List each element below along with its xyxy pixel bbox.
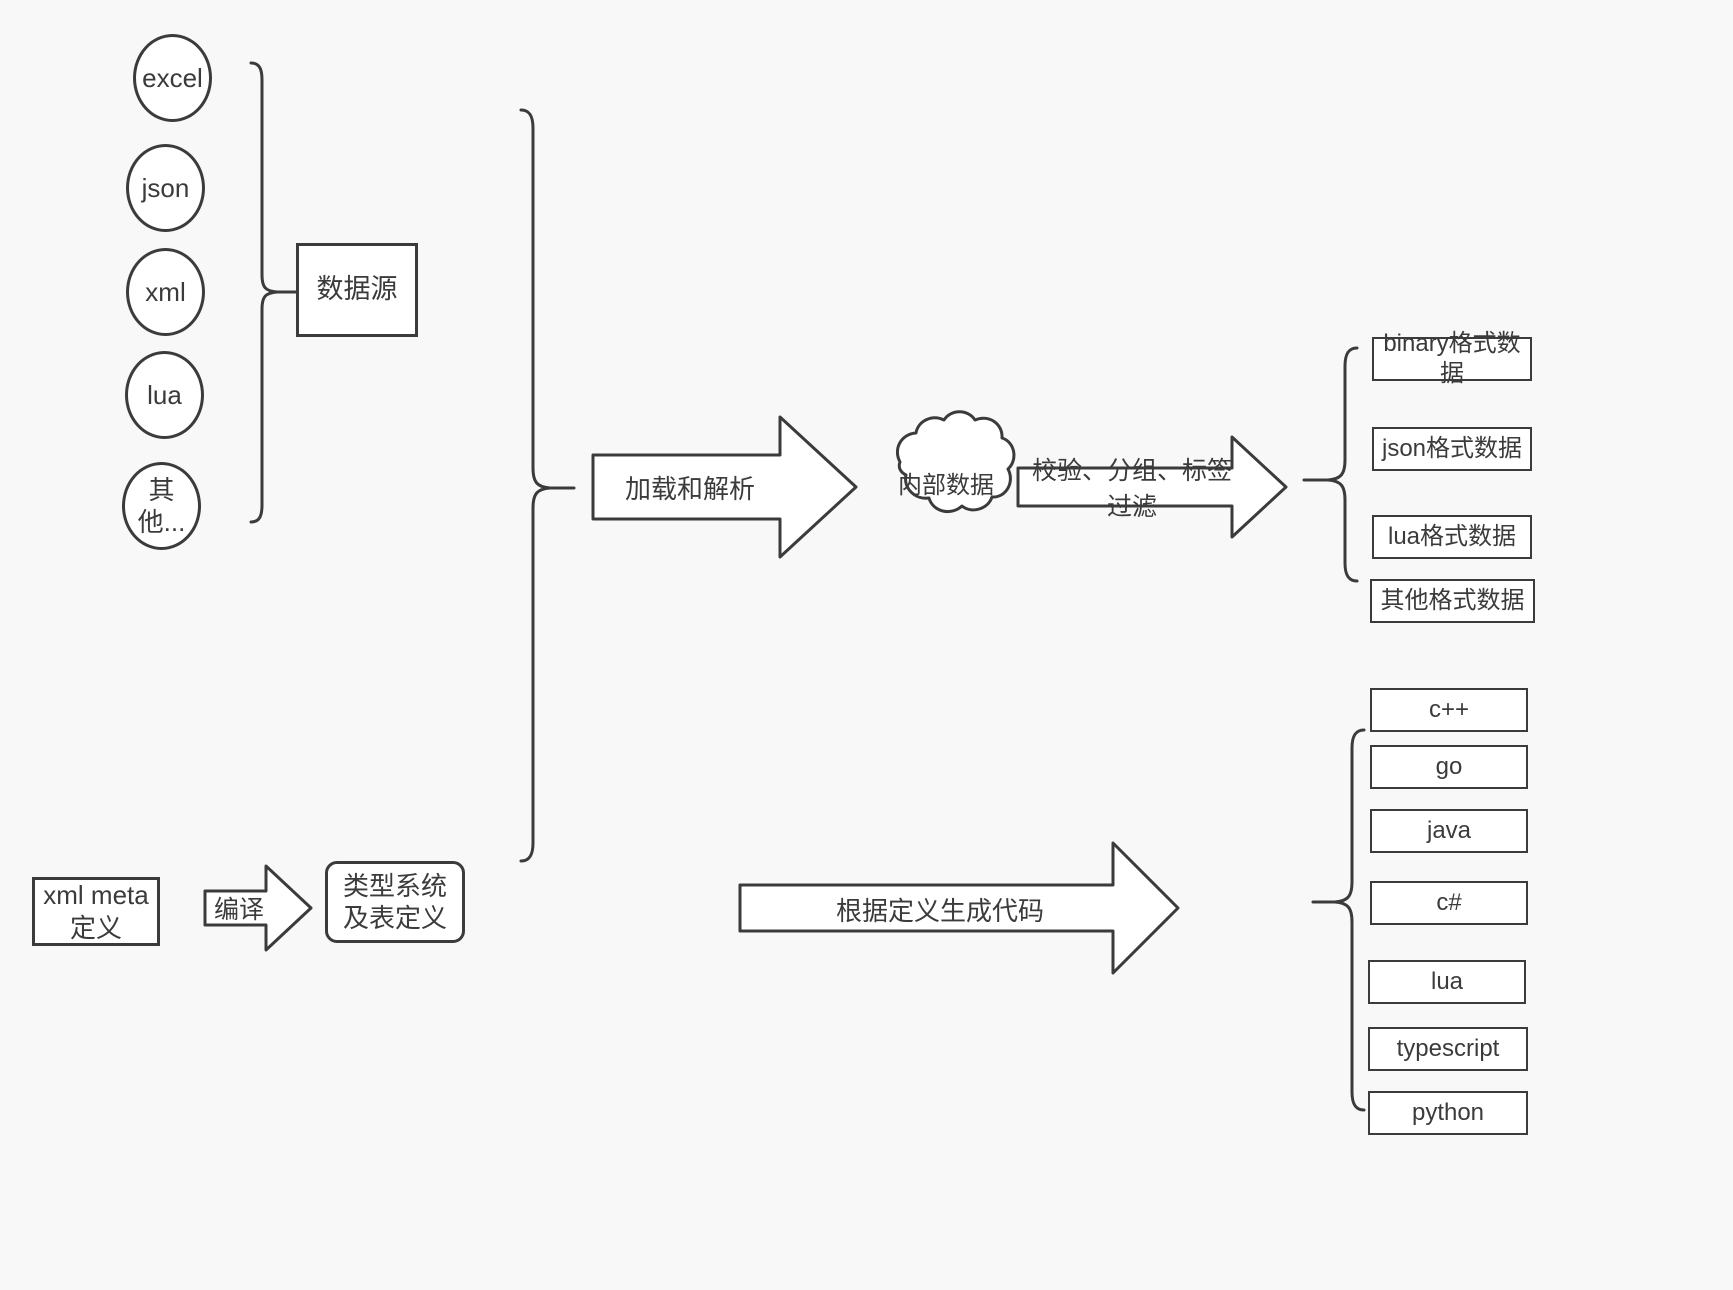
output-language-label: java: [1426, 817, 1472, 844]
brace-inputs: [519, 108, 552, 863]
type-system-box[interactable]: 类型系统及表定义: [325, 861, 465, 943]
source-node-lua[interactable]: lua: [125, 351, 204, 439]
output-language-label: c++: [1428, 696, 1470, 723]
arrow-validate-filter: [1016, 435, 1288, 539]
data-source-label: 数据源: [316, 274, 398, 305]
source-label: excel: [142, 62, 203, 93]
source-label: xml: [145, 276, 186, 307]
output-format-json[interactable]: json格式数据: [1372, 427, 1532, 471]
source-node-json[interactable]: json: [126, 144, 205, 232]
output-format-other[interactable]: 其他格式数据: [1370, 579, 1535, 623]
output-language-label: typescript: [1396, 1035, 1500, 1062]
output-language-lua[interactable]: lua: [1368, 960, 1526, 1004]
source-label: 其他...: [137, 474, 186, 538]
brace-data-formats: [1326, 346, 1359, 583]
output-format-binary[interactable]: binary格式数据: [1372, 330, 1532, 387]
arrow-generate-code: [738, 841, 1180, 975]
source-node-xml[interactable]: xml: [126, 248, 205, 336]
type-system-label: 类型系统及表定义: [342, 870, 447, 934]
brace-languages: [1333, 728, 1366, 1112]
xml-meta-definition-box[interactable]: xml meta定义: [32, 877, 160, 946]
output-language-cpp[interactable]: c++: [1370, 688, 1528, 732]
output-language-typescript[interactable]: typescript: [1368, 1027, 1528, 1071]
output-language-label: python: [1411, 1099, 1485, 1126]
brace-sources: [249, 61, 279, 524]
output-format-label: 其他格式数据: [1380, 587, 1525, 614]
arrow-load-parse: [591, 415, 858, 559]
source-node-excel[interactable]: excel: [133, 34, 212, 122]
output-language-label: go: [1435, 753, 1463, 780]
output-language-label: c#: [1436, 889, 1462, 916]
output-format-label: lua格式数据: [1387, 523, 1517, 550]
output-language-label: lua: [1430, 968, 1464, 995]
output-language-csharp[interactable]: c#: [1370, 881, 1528, 925]
arrow-compile: [203, 864, 313, 952]
output-format-lua[interactable]: lua格式数据: [1372, 515, 1532, 559]
output-language-python[interactable]: python: [1368, 1091, 1528, 1135]
data-source-box[interactable]: 数据源: [296, 243, 418, 337]
source-node-other[interactable]: 其他...: [122, 462, 201, 550]
output-language-java[interactable]: java: [1370, 809, 1528, 853]
xml-meta-definition-label: xml meta定义: [43, 880, 149, 943]
source-label: json: [141, 172, 190, 203]
output-format-label: binary格式数据: [1383, 330, 1521, 387]
output-language-go[interactable]: go: [1370, 745, 1528, 789]
cloud-internal-data: [895, 410, 1016, 514]
output-format-label: json格式数据: [1381, 435, 1523, 462]
source-label: lua: [147, 379, 182, 410]
